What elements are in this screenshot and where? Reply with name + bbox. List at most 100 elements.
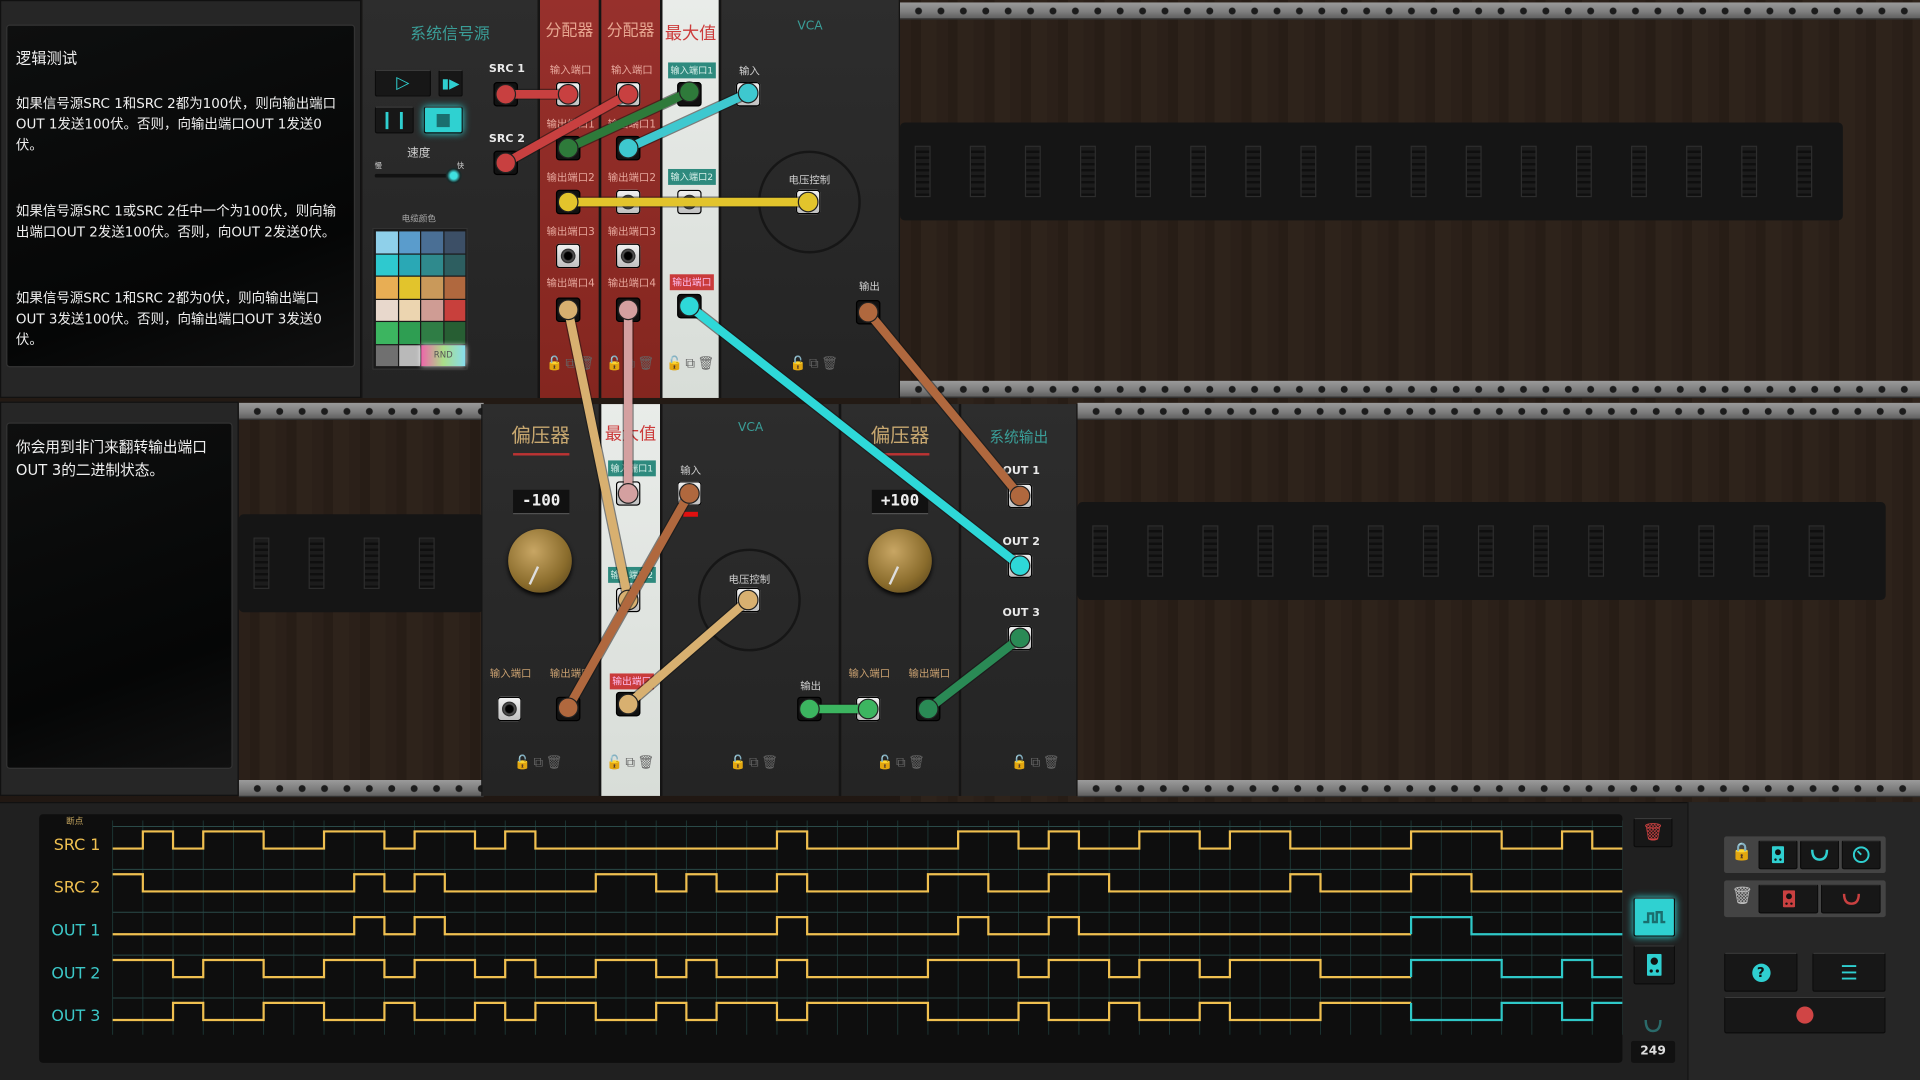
patch-cable[interactable]	[557, 81, 700, 159]
module-lock-copy-delete-icons[interactable]: 🔓⧉🗑	[729, 754, 781, 771]
bias-module-1[interactable]: 偏压器 -100 输入端口 输出端口	[481, 404, 601, 796]
cable-plug[interactable]	[617, 83, 639, 105]
cable-plug[interactable]	[495, 83, 517, 105]
breakpoint-label[interactable]: 断点	[66, 816, 84, 827]
speed-slider[interactable]	[374, 173, 461, 178]
cable-plug[interactable]	[617, 483, 639, 504]
cable-plug[interactable]	[557, 299, 579, 321]
module-view-button[interactable]	[1633, 945, 1676, 985]
cable-plug[interactable]	[737, 82, 759, 104]
cable-plug[interactable]	[617, 137, 639, 159]
vca-title: VCA	[737, 421, 764, 435]
lock-knobs-button[interactable]	[1841, 840, 1881, 870]
palette-swatch[interactable]	[398, 231, 421, 253]
jack-port[interactable]	[497, 696, 522, 722]
patch-cable[interactable]	[495, 83, 579, 105]
delete-cables-button[interactable]	[1820, 884, 1881, 914]
pause-icon: ❙❙	[379, 110, 409, 130]
patch-cable[interactable]	[617, 299, 639, 504]
cable-plug[interactable]	[1009, 485, 1031, 507]
palette-swatch[interactable]	[443, 276, 466, 299]
palette-swatch[interactable]	[375, 322, 398, 344]
cable-plug[interactable]	[557, 137, 579, 159]
cable-plug[interactable]	[1009, 627, 1031, 649]
palette-swatch[interactable]	[421, 254, 443, 276]
random-color-button[interactable]: RND	[421, 344, 466, 367]
module-lock-copy-delete-icons[interactable]: 🔓⧉🗑	[876, 754, 928, 771]
palette-swatch[interactable]	[421, 231, 443, 253]
cable-plug[interactable]	[557, 83, 579, 105]
pause-button[interactable]: ❙❙	[374, 106, 414, 134]
cable-plug[interactable]	[797, 191, 819, 213]
lock-icon[interactable]: 🔒	[1731, 842, 1753, 863]
connector-slot	[914, 145, 931, 198]
palette-swatch[interactable]	[375, 299, 398, 321]
cable-plug[interactable]	[678, 295, 700, 317]
patch-cable[interactable]	[798, 698, 879, 720]
cable-plug[interactable]	[557, 697, 579, 719]
palette-swatch[interactable]	[421, 276, 443, 299]
palette-swatch[interactable]	[398, 322, 421, 344]
play-button[interactable]: ▷	[374, 69, 432, 97]
module-lock-copy-delete-icons[interactable]: 🔓⧉🗑	[666, 355, 717, 372]
patch-cable[interactable]	[678, 295, 1031, 577]
record-button[interactable]	[1724, 996, 1886, 1034]
cable-plug[interactable]	[1009, 555, 1031, 577]
patch-cable[interactable]	[617, 589, 759, 715]
module-lock-copy-delete-icons[interactable]: 🔓⧉🗑	[789, 355, 841, 372]
patch-cable[interactable]	[857, 301, 1031, 507]
palette-swatch[interactable]	[375, 231, 398, 253]
patch-cable[interactable]	[917, 627, 1031, 720]
palette-swatch[interactable]	[443, 322, 466, 344]
cable-plug[interactable]	[617, 693, 639, 715]
cable-plug[interactable]	[917, 698, 939, 720]
cable-plug[interactable]	[678, 483, 700, 504]
step-button[interactable]: ▮▶	[438, 69, 463, 97]
palette-swatch[interactable]	[421, 322, 443, 344]
module-lock-copy-delete-icons[interactable]: 🔓⧉🗑	[606, 754, 657, 771]
palette-swatch[interactable]	[375, 344, 398, 367]
cable-plug[interactable]	[857, 301, 879, 323]
patch-cable[interactable]	[557, 191, 819, 213]
cable-plug[interactable]	[737, 589, 759, 611]
clear-breakpoints-button[interactable]: 🗑	[1633, 817, 1673, 848]
bias-knob[interactable]	[508, 528, 572, 593]
module-lock-copy-delete-icons[interactable]: 🔓⧉🗑	[514, 754, 566, 771]
patch-cable[interactable]	[617, 82, 759, 159]
palette-swatch[interactable]	[398, 276, 421, 299]
jack-port[interactable]	[615, 243, 641, 269]
waveform-view-button[interactable]	[1633, 897, 1676, 937]
palette-swatch[interactable]	[375, 276, 398, 299]
instruction-2: 如果信号源SRC 1或SRC 2任中一个为100伏，则向输出端口OUT 2发送1…	[15, 203, 337, 241]
cable-plug[interactable]	[617, 299, 639, 321]
bias-knob[interactable]	[868, 528, 932, 593]
help-button[interactable]: ?	[1724, 952, 1798, 992]
palette-swatch[interactable]	[443, 299, 466, 321]
palette-swatch[interactable]	[398, 299, 421, 321]
module-lock-copy-delete-icons[interactable]: 🔓⧉🗑	[1011, 754, 1063, 771]
lock-modules-button[interactable]	[1758, 840, 1798, 870]
cable-plug[interactable]	[857, 698, 879, 720]
speed-slider-handle[interactable]	[445, 167, 462, 184]
patch-cable[interactable]	[495, 83, 639, 174]
cable-plug[interactable]	[495, 152, 517, 174]
lock-cables-button[interactable]	[1800, 840, 1840, 870]
system-output-module[interactable]: 系统输出 OUT 1 OUT 2 OUT 3	[960, 404, 1078, 796]
palette-swatch[interactable]	[443, 231, 466, 253]
patch-cable[interactable]	[557, 483, 700, 719]
stop-button[interactable]: ■	[423, 106, 463, 134]
palette-swatch[interactable]	[398, 254, 421, 276]
cable-plug[interactable]	[798, 698, 820, 720]
jack-port[interactable]	[555, 243, 581, 269]
cable-plug[interactable]	[678, 81, 700, 103]
connector-slot	[1367, 525, 1384, 577]
signal-source-module[interactable]: 系统信号源 ▷ ▮▶ ❙❙ ■ 速度 慢 快 电缆颜色 RND SRC 1 SR…	[361, 0, 539, 398]
palette-swatch[interactable]	[398, 344, 421, 367]
signal-trace-src2	[112, 873, 1623, 893]
palette-swatch[interactable]	[375, 254, 398, 276]
palette-swatch[interactable]	[443, 254, 466, 276]
palette-swatch[interactable]	[421, 299, 443, 321]
menu-button[interactable]: ☰	[1812, 952, 1886, 992]
delete-modules-button[interactable]	[1758, 884, 1819, 914]
cable-plug[interactable]	[557, 191, 579, 213]
